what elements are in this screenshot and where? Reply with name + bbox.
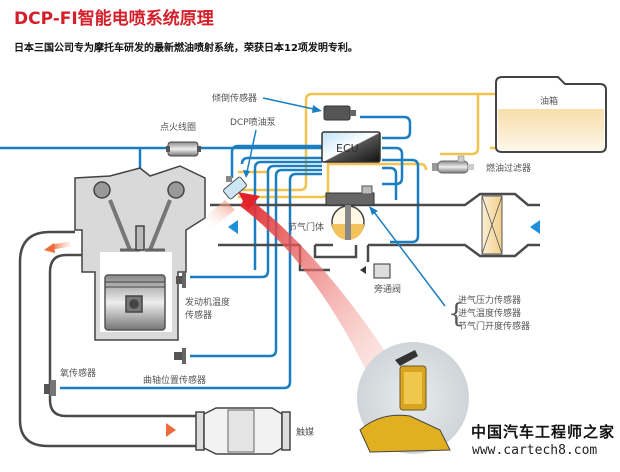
- label-oxygen-sensor: 氧传感器: [60, 367, 96, 379]
- label-tilt-sensor: 倾倒传感器: [212, 92, 257, 104]
- ecu-label: ECU: [336, 142, 359, 155]
- label-intake-pressure-sensor: 进气压力传感器: [458, 294, 521, 306]
- fuel-tank: 油箱: [495, 76, 607, 153]
- fuel-filter: [432, 155, 474, 174]
- label-intake-temp-sensor: 进气温度传感器: [458, 307, 521, 319]
- highlight-arrow: [240, 196, 410, 400]
- brace-icon: {: [448, 299, 465, 329]
- pointer-arrowhead: [312, 105, 322, 113]
- exhaust-arrowhead: [44, 243, 55, 253]
- label-crank-position-sensor: 曲轴位置传感器: [143, 374, 206, 386]
- label-throttle-position-sensor: 节气门开度传感器: [458, 320, 530, 332]
- dcp-injector: [190, 176, 247, 238]
- pointer-arrowhead: [369, 206, 378, 215]
- tilt-sensor-pointer: [262, 97, 319, 111]
- air-filter: [481, 195, 503, 255]
- label-catalyst: 触媒: [296, 426, 314, 438]
- catalytic-converter: [195, 407, 291, 455]
- tilt-sensor: [323, 105, 356, 121]
- signal-wires: [0, 115, 420, 390]
- bypass-valve: [360, 263, 391, 279]
- oxygen-sensor: [44, 380, 56, 396]
- label-dcp-pump: DCP喷油泵: [230, 116, 276, 128]
- airflow-arrowhead: [228, 220, 238, 234]
- label-ignition-coil: 点火线圈: [160, 121, 196, 133]
- exhaust-flow-arrow: [51, 241, 71, 250]
- label-engine-temp-sensor-2: 传感器: [185, 309, 212, 321]
- intake-sensors-pointer: [373, 211, 446, 307]
- label-fuel-filter: 燃油过滤器: [486, 162, 531, 174]
- label-fuel-tank: 油箱: [540, 95, 558, 107]
- crank-position-sensor: [174, 348, 186, 364]
- engine-temp-sensor: [176, 272, 186, 288]
- label-engine-temp-sensor-1: 发动机温度: [185, 296, 230, 308]
- exhaust-out-arrowhead: [166, 423, 176, 437]
- highlight-arrowhead: [238, 192, 260, 210]
- exhaust-pipe: [18, 230, 196, 448]
- page-title: DCP-FI智能电喷系统原理: [14, 9, 214, 29]
- air-intake-arrowhead: [530, 220, 540, 234]
- watermark-url: www.cartech8.com: [472, 443, 598, 458]
- label-throttle-body: 节气门体: [288, 221, 324, 233]
- dcp-pump-photo: [357, 342, 469, 454]
- dcp-pointer: [246, 129, 257, 173]
- ecu-unit: ECU: [321, 131, 381, 163]
- pointer-arrowhead: [243, 170, 250, 178]
- watermark-name: 中国汽车工程师之家: [471, 423, 616, 441]
- ignition-coil: [166, 141, 201, 157]
- page-subtitle: 日本三国公司专为摩托车研发的最新燃油喷射系统，荣获日本12项发明专利。: [14, 43, 358, 54]
- label-bypass-valve: 旁通阀: [374, 283, 401, 295]
- throttle-body: [325, 185, 375, 240]
